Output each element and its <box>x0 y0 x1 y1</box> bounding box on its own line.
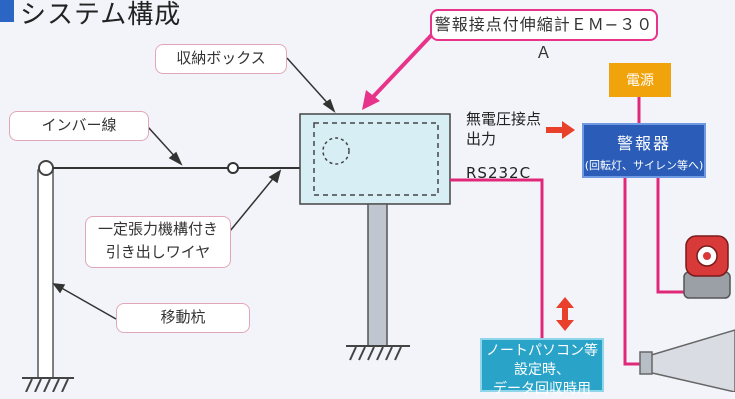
leader-invar-head <box>168 151 183 166</box>
laptop-line3: データ回収時用 <box>493 380 591 397</box>
alarm-subtitle: (回転灯、サイレン等へ) <box>584 159 704 172</box>
ground-hatch-right <box>346 345 410 361</box>
draw-out-wire-label: 一定張力機構付き 引き出しワイヤ <box>85 216 231 268</box>
rs232c-label: RS232C <box>466 164 532 182</box>
title-marker <box>0 0 14 22</box>
laptop-line2: 設定時、 <box>514 361 570 378</box>
rs232c-cable <box>450 178 544 338</box>
contact-output-line1: 無電圧接点 <box>466 110 542 128</box>
leader-pile <box>57 285 117 320</box>
power-supply-box: 電源 <box>609 63 671 97</box>
bidirectional-arrow <box>556 297 574 331</box>
cable-to-lamp <box>656 178 690 294</box>
draw-out-wire-label-line1: 一定張力機構付き <box>97 220 218 238</box>
contact-output-line2: 出力 <box>466 129 497 148</box>
extensometer-outline <box>313 122 439 196</box>
wire-joint <box>227 162 239 174</box>
contact-output-label: 無電圧接点 出力 <box>466 110 566 149</box>
invar-wire-label: インバー線 <box>9 111 149 141</box>
storage-box-label: 収納ボックス <box>155 44 287 74</box>
pile-pulley <box>38 160 54 176</box>
storage-box <box>299 113 451 205</box>
rotating-lamp-icon <box>683 235 731 299</box>
alarm-title: 警報器 <box>616 134 671 153</box>
device-pointer-arrow <box>362 22 444 110</box>
draw-out-wire-label-line2: 引き出しワイヤ <box>105 242 211 261</box>
leader-storage-box-head <box>322 98 336 113</box>
cable-to-siren <box>623 178 660 366</box>
laptop-box: ノートパソコン等 設定時、 データ回収時用 <box>480 338 604 397</box>
device-label: 警報接点付伸縮計ＥＭ−３０Ａ <box>430 9 658 62</box>
moving-pile-post <box>37 169 54 379</box>
moving-pile-label: 移動杭 <box>116 303 250 333</box>
leader-wire-head <box>268 169 282 184</box>
siren-horn-icon <box>639 329 735 392</box>
laptop-line1: ノートパソコン等 <box>486 343 598 359</box>
ground-hatch-left <box>22 377 74 392</box>
leader-pile-head <box>52 283 66 294</box>
page-title: システム構成 <box>20 0 182 30</box>
alarm-device-box: 警報器 (回転灯、サイレン等へ) <box>582 123 706 178</box>
leader-wire <box>229 174 277 232</box>
contact-output-arrow <box>546 121 575 139</box>
leader-invar <box>147 126 179 161</box>
box-stand-post <box>367 203 388 347</box>
extensometer-drum <box>322 137 350 165</box>
leader-storage-box <box>286 57 333 109</box>
